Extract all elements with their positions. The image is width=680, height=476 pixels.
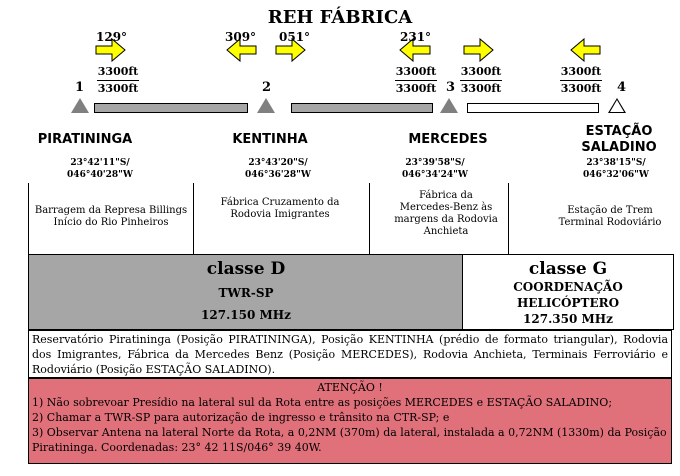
waypoint-number: 4: [617, 80, 627, 95]
altitude-block: 3300ft 3300ft: [460, 64, 502, 97]
arrow-left-icon: [226, 37, 257, 63]
warning-item: 1) Não sobrevoar Presídio na lateral sul…: [32, 396, 613, 409]
longitude: 046°40'28"W: [67, 170, 133, 180]
latitude: 23°42'11"S/: [70, 158, 130, 168]
latitude: 23°43'20"S/: [248, 158, 308, 168]
waypoint-triangle-icon: [440, 98, 458, 113]
warning-item: 3) Observar Antena na lateral Norte da R…: [32, 426, 667, 454]
class-d-unit: TWR-SP: [218, 286, 274, 300]
class-d-box: classe D TWR-SP 127.150 MHz: [28, 254, 464, 330]
longitude: 046°34'24"W: [402, 170, 468, 180]
column-divider: [369, 183, 370, 254]
arrow-right-icon: [463, 37, 494, 63]
heading-arrows: [95, 37, 601, 63]
altitude-lower: 3300ft: [460, 82, 502, 95]
altitude-block: 3300ft 3300ft: [395, 64, 437, 97]
waypoint-coordinates: 23°38'15"S/046°32'06"W: [556, 157, 676, 181]
heading-label: 231°: [400, 30, 432, 44]
longitude: 046°36'28"W: [245, 170, 311, 180]
class-d-frequency: 127.150 MHz: [201, 308, 291, 322]
arrow-right-icon: [275, 37, 306, 63]
column-divider: [193, 183, 194, 254]
class-g-box: classe G COORDENAÇÃO HELICÓPTERO 127.350…: [462, 254, 674, 330]
waypoint-description: Fábrica da Mercedes-Benz às margens da R…: [394, 190, 498, 237]
altitude-upper: 3300ft: [560, 64, 602, 81]
class-d-title: classe D: [206, 259, 286, 279]
page-title: REH FÁBRICA: [267, 7, 413, 28]
waypoint-description: Fábrica Cruzamento da Rodovia Imigrantes: [220, 197, 340, 220]
altitude-block: 3300ft 3300ft: [560, 64, 602, 97]
altitude-upper: 3300ft: [395, 64, 437, 81]
heading-label: 129°: [96, 30, 128, 44]
warning-box: ATENÇÃO ! 1) Não sobrevoar Presídio na l…: [28, 378, 672, 464]
altitude-lower: 3300ft: [395, 82, 437, 95]
column-divider: [508, 183, 509, 254]
waypoint-number: 2: [262, 80, 272, 95]
waypoint-triangle-icon: [257, 98, 275, 113]
waypoint-number: 1: [75, 80, 85, 95]
waypoint-name: PIRATININGA: [37, 132, 133, 147]
route-segment-class-g: [467, 103, 599, 113]
warning-item: 2) Chamar a TWR-SP para autorização de i…: [32, 411, 450, 424]
column-divider: [28, 183, 29, 254]
class-g-title: classe G: [528, 259, 608, 279]
waypoint-coordinates: 23°39'58"S/046°34'24"W: [375, 157, 495, 181]
altitude-upper: 3300ft: [97, 64, 139, 81]
waypoint-number: 3: [446, 80, 456, 95]
waypoint-name: KENTINHA: [232, 132, 308, 147]
latitude: 23°38'15"S/: [586, 158, 646, 168]
altitude-lower: 3300ft: [560, 82, 602, 95]
route-segment: [94, 103, 248, 113]
waypoint-description: Estação de Trem Terminal Rodoviário: [558, 205, 662, 228]
class-g-unit: COORDENAÇÃO HELICÓPTERO: [513, 280, 623, 310]
waypoint-triangle-icon: [71, 98, 89, 113]
class-g-frequency: 127.350 MHz: [523, 312, 613, 326]
heading-label: 051°: [279, 30, 311, 44]
warning-title: ATENÇÃO !: [317, 381, 383, 394]
route-description: Reservatório Piratininga (Posição PIRATI…: [28, 330, 672, 378]
latitude: 23°39'58"S/: [405, 158, 465, 168]
waypoint-triangle-open-icon: [608, 98, 626, 113]
waypoint-coordinates: 23°42'11"S/046°40'28"W: [40, 157, 160, 181]
waypoint-name: ESTAÇÃO SALADINO: [581, 124, 657, 155]
route-segment: [291, 103, 433, 113]
waypoint-name: MERCEDES: [408, 132, 488, 147]
arrow-right-icon: [95, 37, 126, 63]
arrow-left-icon: [399, 37, 431, 63]
waypoint-coordinates: 23°43'20"S/046°36'28"W: [218, 157, 338, 181]
waypoint-description: Barragem da Represa Billings Início do R…: [34, 205, 188, 228]
altitude-upper: 3300ft: [460, 64, 502, 81]
altitude-lower: 3300ft: [97, 82, 139, 95]
arrow-left-icon: [570, 37, 601, 63]
altitude-block: 3300ft 3300ft: [97, 64, 139, 97]
longitude: 046°32'06"W: [583, 170, 649, 180]
heading-label: 309°: [225, 30, 257, 44]
